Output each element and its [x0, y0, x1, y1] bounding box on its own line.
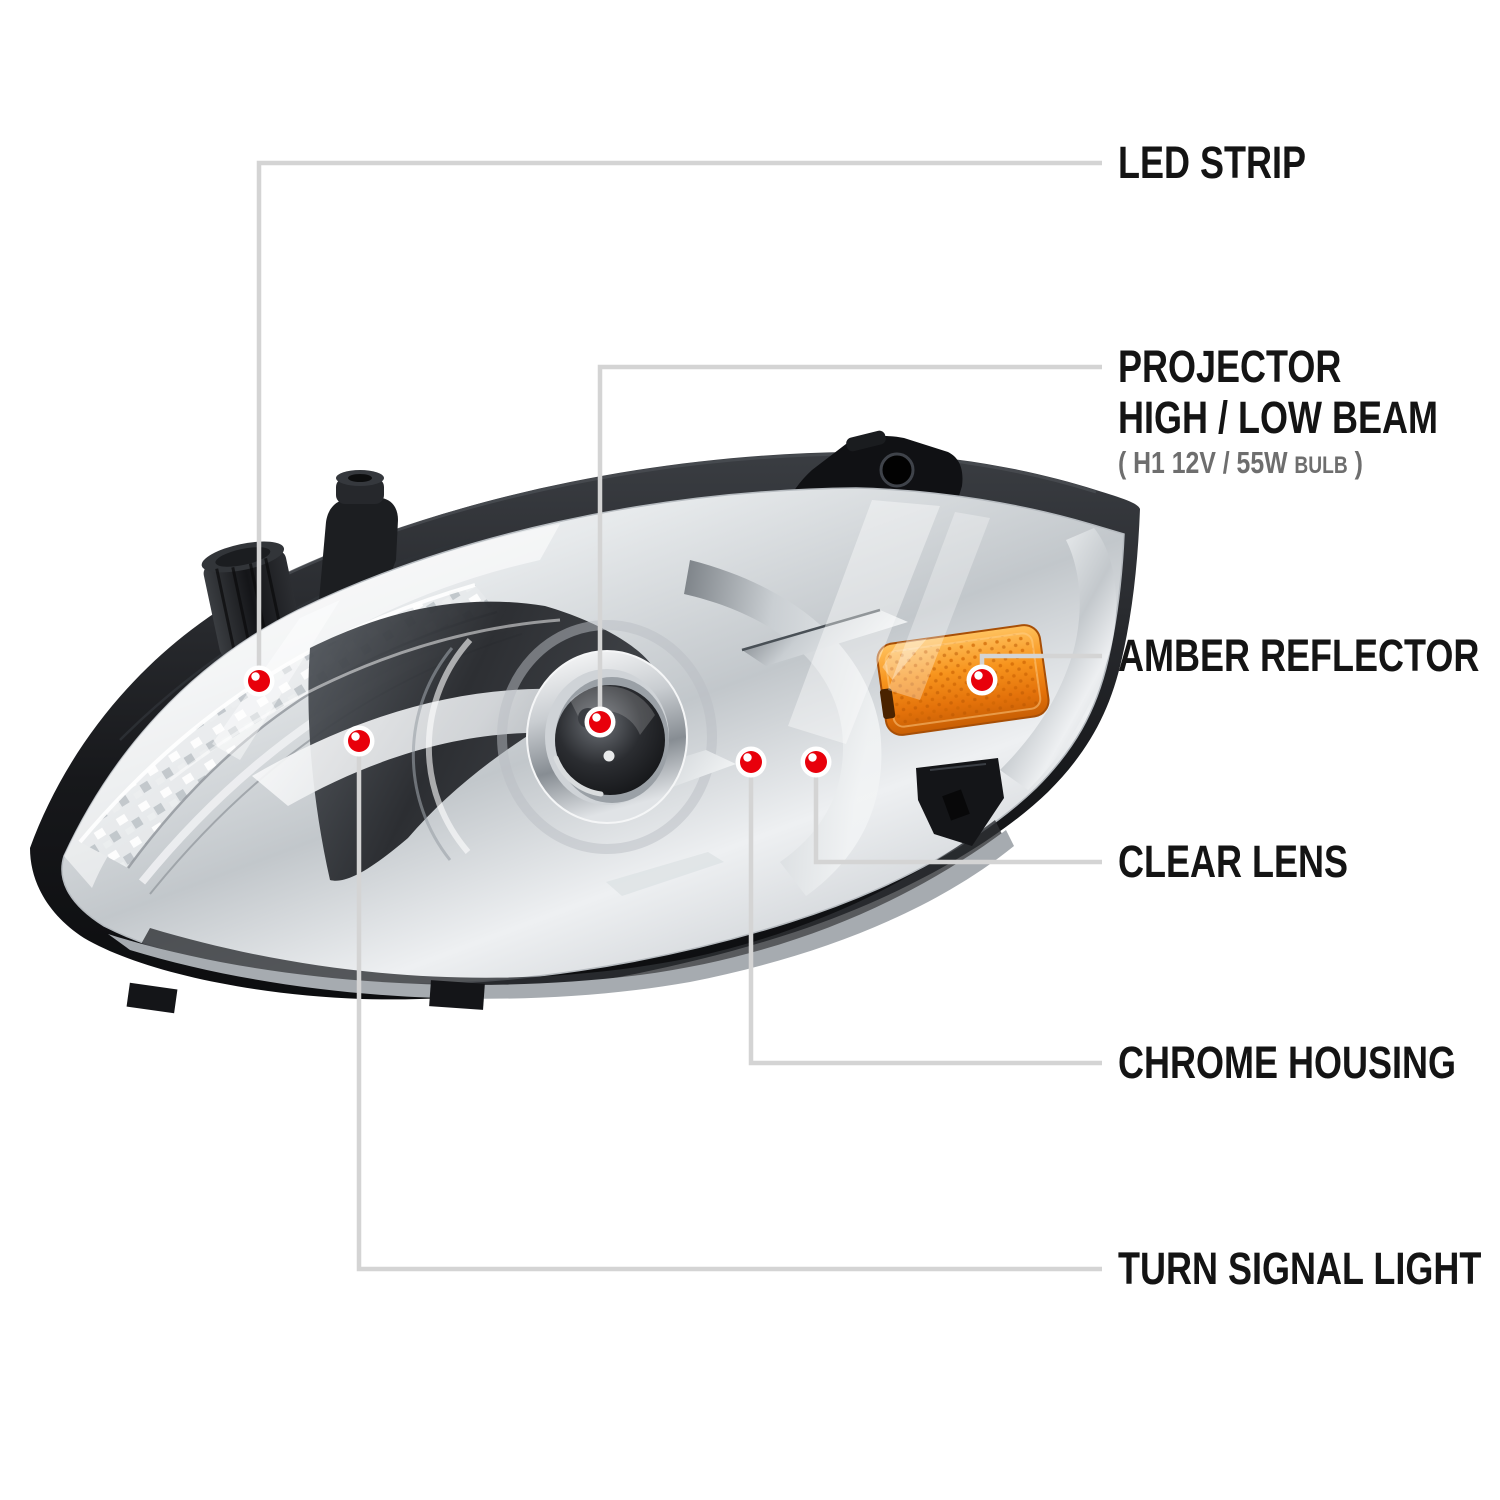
marker-dot-projector — [584, 706, 616, 738]
lower-right-bracket — [916, 758, 1004, 846]
callout-line-chrome-housing — [748, 762, 1102, 1066]
callout-line-amber-reflector — [979, 653, 1102, 680]
callout-line-clear-lens — [813, 762, 1102, 865]
right-edge-chrome — [212, 500, 1117, 790]
marker-dot-led-strip — [243, 665, 275, 697]
callout-line-turn-signal — [356, 741, 1102, 1272]
amber-reflector-lens — [876, 624, 1050, 736]
projector-lens-assembly — [526, 650, 688, 824]
marker-dot-turn-signal — [343, 725, 375, 757]
marker-dot-amber-reflector — [966, 664, 998, 696]
callout-line-projector — [597, 364, 1102, 722]
marker-dot-chrome-housing — [735, 746, 767, 778]
lower-housing — [108, 758, 1014, 1014]
callout-line-led-strip — [256, 160, 1102, 681]
marker-dot-clear-lens — [800, 746, 832, 778]
